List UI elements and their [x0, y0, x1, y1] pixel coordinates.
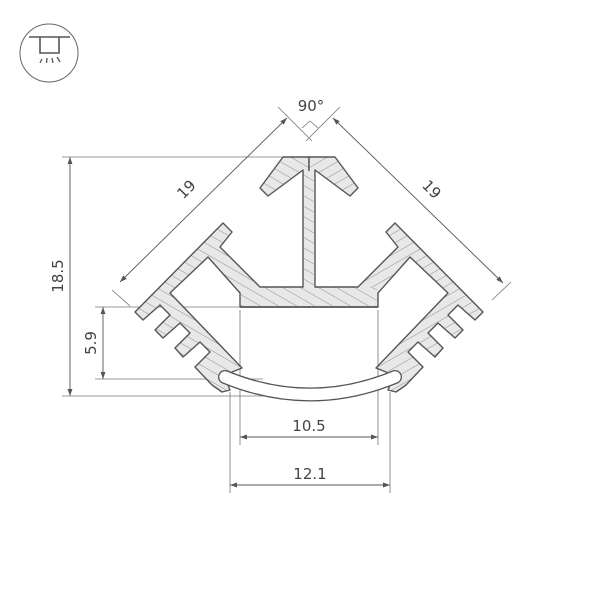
dimension-lines — [67, 117, 504, 488]
height-total-label: 18.5 — [49, 259, 67, 292]
width-outer-label: 12.1 — [293, 465, 326, 483]
width-inner-label: 10.5 — [292, 417, 325, 435]
side-left-label: 19 — [173, 176, 199, 202]
ceiling-light-icon — [19, 23, 79, 83]
side-right-label: 19 — [418, 176, 444, 202]
height-lower-label: 5.9 — [82, 331, 100, 355]
aluminum-profile — [134, 156, 484, 393]
angle-label: 90° — [298, 97, 325, 115]
diffuser — [218, 370, 402, 402]
